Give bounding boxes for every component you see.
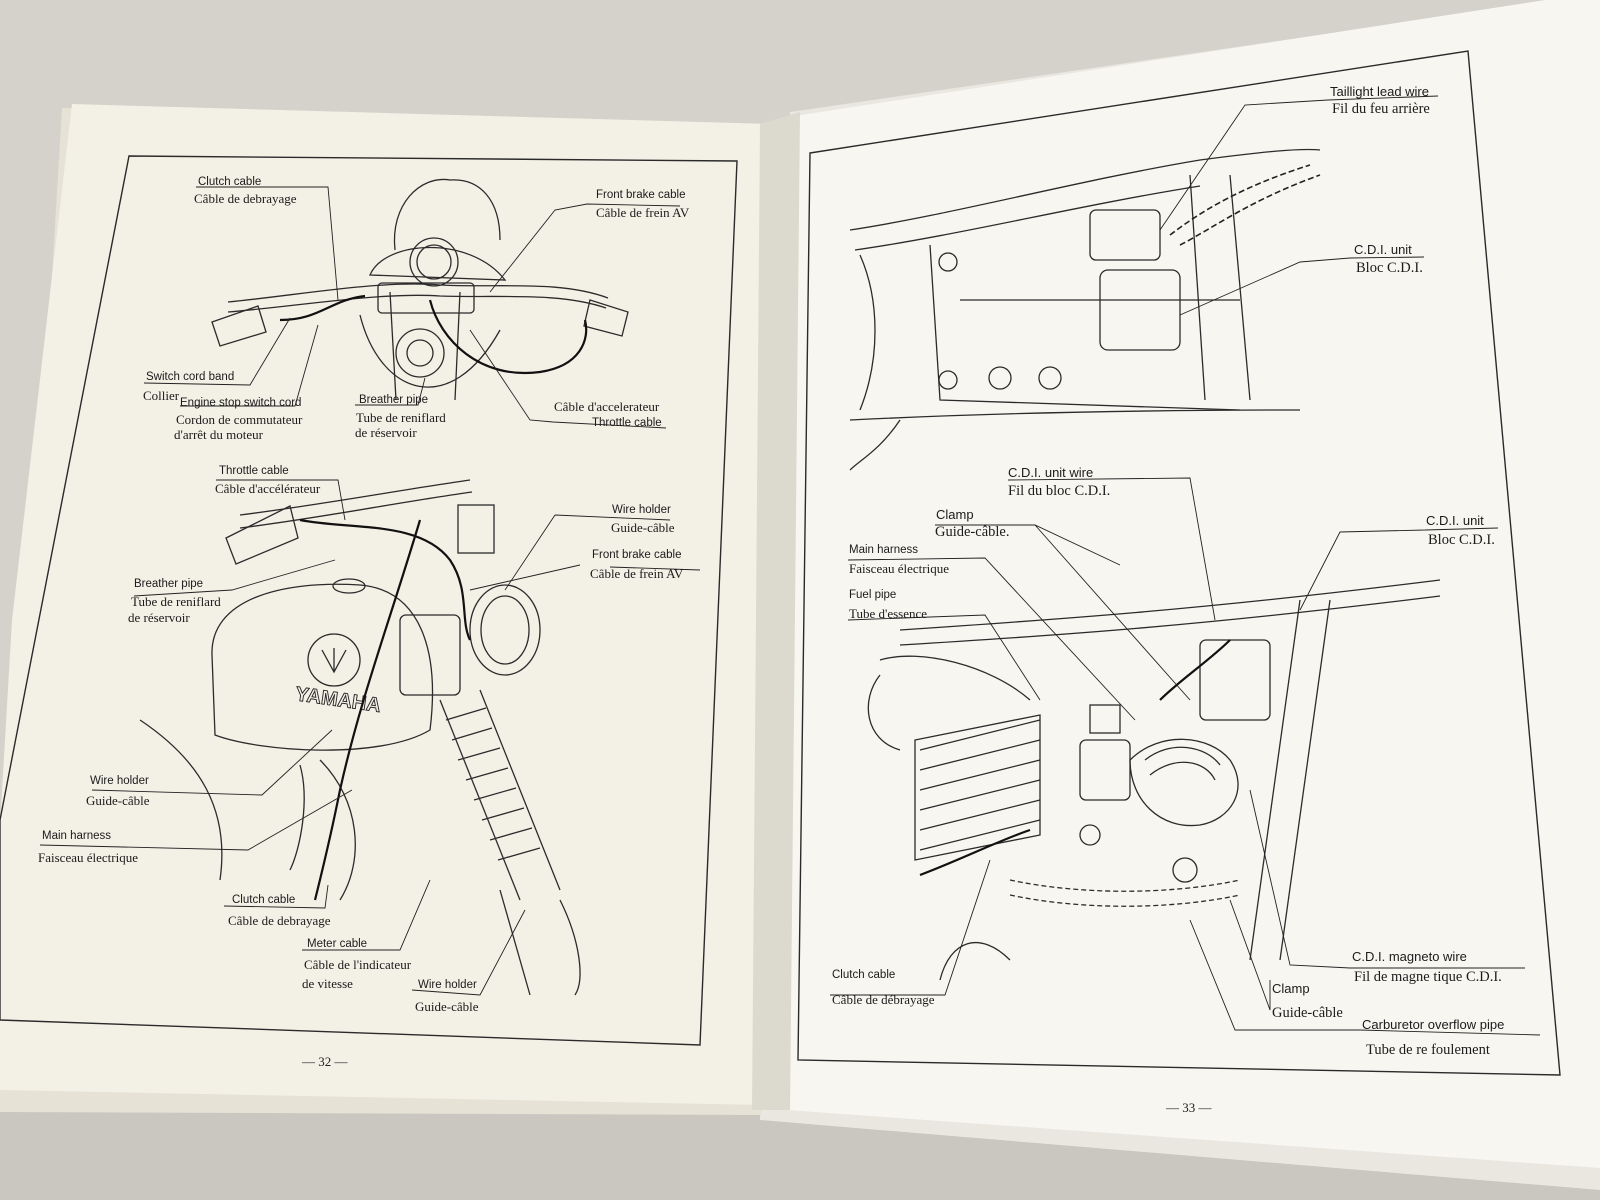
label-throttle-cable-top-en: Throttle cable xyxy=(592,417,662,429)
label-clamp-top-fr: Guide-câble. xyxy=(935,524,1010,540)
label-clutch-cable-bottom-fr: Câble de debrayage xyxy=(228,913,331,928)
label-taillight-lead-wire-fr: Fil du feu arrière xyxy=(1332,101,1430,117)
label-engine-stop-switch-cord-fr1: Cordon de commutateur xyxy=(176,412,303,427)
label-breather-pipe-top-en: Breather pipe xyxy=(359,394,429,406)
left-leader-lines xyxy=(39,186,701,996)
front-end-cables xyxy=(299,518,471,901)
left-page xyxy=(0,104,772,1105)
rear-frame-top-drawing xyxy=(849,148,1321,471)
label-wire-holder-bottom-en: Wire holder xyxy=(418,979,477,991)
label-carb-overflow-pipe-fr: Tube de re foulement xyxy=(1366,1042,1490,1058)
label-cdi-unit-bottom-en: C.D.I. unit xyxy=(1426,513,1484,528)
label-main-harness-right-fr: Faisceau électrique xyxy=(849,561,949,576)
rear-frame-top-wires xyxy=(1169,164,1321,246)
label-front-brake-cable-mid-en: Front brake cable xyxy=(592,549,682,561)
label-cdi-unit-top-fr: Bloc C.D.I. xyxy=(1356,260,1423,276)
label-breather-pipe-mid-fr2: de réservoir xyxy=(128,610,190,625)
engine-side-drawing xyxy=(867,579,1441,981)
label-throttle-cable-mid-fr: Câble d'accélérateur xyxy=(215,481,321,496)
label-breather-pipe-mid-fr1: Tube de reniflard xyxy=(131,594,221,609)
label-meter-cable-fr1: Câble de l'indicateur xyxy=(304,957,412,972)
label-cdi-magneto-wire-en: C.D.I. magneto wire xyxy=(1352,949,1467,964)
label-main-harness-left-fr: Faisceau électrique xyxy=(38,850,138,865)
label-breather-pipe-top-fr1: Tube de reniflard xyxy=(356,410,446,425)
left-diagram-frame xyxy=(0,155,738,1046)
label-fuel-pipe-fr: Tube d'essence xyxy=(849,606,928,621)
label-engine-stop-switch-cord-fr2: d'arrêt du moteur xyxy=(174,427,263,442)
label-cdi-unit-bottom-fr: Bloc C.D.I. xyxy=(1428,532,1495,548)
label-wire-holder-left-fr: Guide-câble xyxy=(86,793,150,808)
label-taillight-lead-wire-en: Taillight lead wire xyxy=(1330,84,1429,99)
label-clutch-cable-top-fr: Câble de debrayage xyxy=(194,191,297,206)
right-page-number: — 33 — xyxy=(1166,1100,1212,1115)
label-main-harness-right-en: Main harness xyxy=(849,544,919,556)
label-cdi-unit-wire-en: C.D.I. unit wire xyxy=(1008,465,1094,480)
right-page xyxy=(758,0,1600,1168)
label-fuel-pipe-en: Fuel pipe xyxy=(849,589,897,601)
label-clutch-cable-right-en: Clutch cable xyxy=(832,969,896,981)
gutter-shadow xyxy=(752,112,800,1110)
left-page-number: — 32 — xyxy=(302,1054,348,1069)
label-clamp-bottom-en: Clamp xyxy=(1272,981,1310,996)
label-front-brake-cable-top-fr: Câble de frein AV xyxy=(596,205,690,220)
label-wire-holder-bottom-fr: Guide-câble xyxy=(415,999,479,1014)
label-throttle-cable-mid-en: Throttle cable xyxy=(219,465,289,477)
label-breather-pipe-mid-en: Breather pipe xyxy=(134,578,204,590)
front-end-drawing xyxy=(139,479,581,996)
label-breather-pipe-top-fr2: de réservoir xyxy=(355,425,417,440)
label-wire-holder-left-en: Wire holder xyxy=(90,775,149,787)
label-main-harness-left-en: Main harness xyxy=(42,830,112,842)
right-leader-lines xyxy=(830,95,1541,1036)
label-clamp-bottom-fr: Guide-câble xyxy=(1272,1005,1343,1021)
label-wire-holder-top-fr: Guide-câble xyxy=(611,520,675,535)
label-clamp-top-en: Clamp xyxy=(936,507,974,522)
label-throttle-cable-top-fr: Câble d'accelerateur xyxy=(554,399,660,414)
label-meter-cable-en: Meter cable xyxy=(307,938,368,950)
label-clutch-cable-right-fr: Câble de débrayage xyxy=(832,992,935,1007)
label-cdi-unit-wire-fr: Fil du bloc C.D.I. xyxy=(1008,483,1111,499)
label-clutch-cable-top-en: Clutch cable xyxy=(198,176,262,188)
label-meter-cable-fr2: de vitesse xyxy=(302,976,353,991)
handlebar-cables xyxy=(279,294,588,375)
label-cdi-magneto-wire-fr: Fil de magne tique C.D.I. xyxy=(1354,969,1502,985)
label-switch-cord-band-fr: Collier xyxy=(143,388,180,403)
engine-side-wires xyxy=(919,639,1231,877)
label-carb-overflow-pipe-en: Carburetor overflow pipe xyxy=(1362,1017,1505,1032)
label-cdi-unit-top-en: C.D.I. unit xyxy=(1354,242,1412,257)
label-switch-cord-band-en: Switch cord band xyxy=(146,371,235,383)
label-wire-holder-top-en: Wire holder xyxy=(612,504,671,516)
label-front-brake-cable-mid-fr: Câble de frein AV xyxy=(590,566,684,581)
label-front-brake-cable-top-en: Front brake cable xyxy=(596,189,686,201)
right-diagram-frame xyxy=(797,50,1561,1076)
label-clutch-cable-bottom-en: Clutch cable xyxy=(232,894,296,906)
label-engine-stop-switch-cord-en: Engine stop switch cord xyxy=(180,397,302,409)
